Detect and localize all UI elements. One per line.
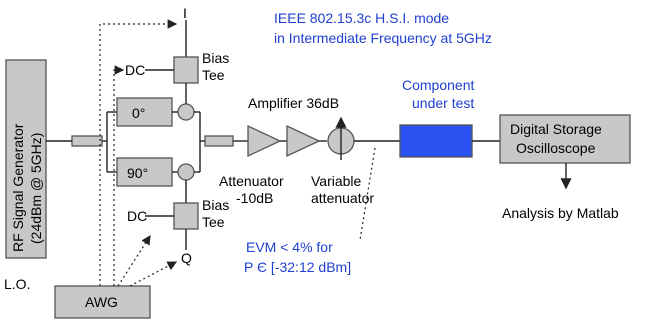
var-att-line2: attenuator <box>311 190 374 206</box>
phase-0-label: 0° <box>132 105 145 121</box>
mixer-top <box>177 103 195 121</box>
amplifier-symbol <box>286 124 321 158</box>
attenuator-label-line2: -10dB <box>236 190 273 206</box>
cut-label-line2: under test <box>412 95 474 111</box>
phase-90-label: 90° <box>127 165 148 181</box>
bias-bottom-line1: Bias <box>202 197 229 213</box>
component-under-test-block <box>399 124 473 158</box>
evm-label-line2: P Є [-32:12 dBm] <box>244 259 351 275</box>
attenuator-symbol <box>247 124 282 158</box>
dc-top-label: DC <box>125 62 145 78</box>
bias-top-line2: Tee <box>202 67 225 83</box>
bias-tee-bottom <box>173 202 199 230</box>
attenuator-label-line1: Attenuator <box>219 173 284 189</box>
amplifier-label: Amplifier 36dB <box>248 95 339 111</box>
evm-label-line1: EVM < 4% for <box>246 239 333 255</box>
awg-label: AWG <box>85 294 118 310</box>
oscilloscope-block <box>499 114 631 164</box>
var-att-line1: Variable <box>311 173 362 189</box>
bias-bottom-line2: Tee <box>202 214 225 230</box>
combiner-connector <box>204 135 234 147</box>
i-label: I <box>183 5 187 21</box>
q-label: Q <box>181 250 192 266</box>
rf-gen-label-line1: RF Signal Generator <box>10 123 26 252</box>
phase-90-block <box>116 157 173 187</box>
dc-bottom-label: DC <box>127 208 147 224</box>
splitter-connector <box>71 135 103 147</box>
mode-title-line1: IEEE 802.15.3c H.S.I. mode <box>274 10 449 26</box>
rf-gen-label-line2: (24dBm @ 5GHz) <box>28 133 44 244</box>
rf-signal-generator-box <box>5 59 47 259</box>
mode-title-line2: in Intermediate Frequency at 5GHz <box>274 30 492 46</box>
cut-label-line1: Component <box>402 77 474 93</box>
bias-tee-top <box>173 56 199 84</box>
analysis-label: Analysis by Matlab <box>502 205 619 221</box>
dso-label-line1: Digital Storage <box>510 121 602 137</box>
awg-block <box>54 285 151 319</box>
lo-label: L.O. <box>4 276 30 292</box>
dso-label-line2: Oscilloscope <box>516 140 596 156</box>
bias-top-line1: Bias <box>202 50 229 66</box>
mixer-bottom <box>177 163 195 181</box>
